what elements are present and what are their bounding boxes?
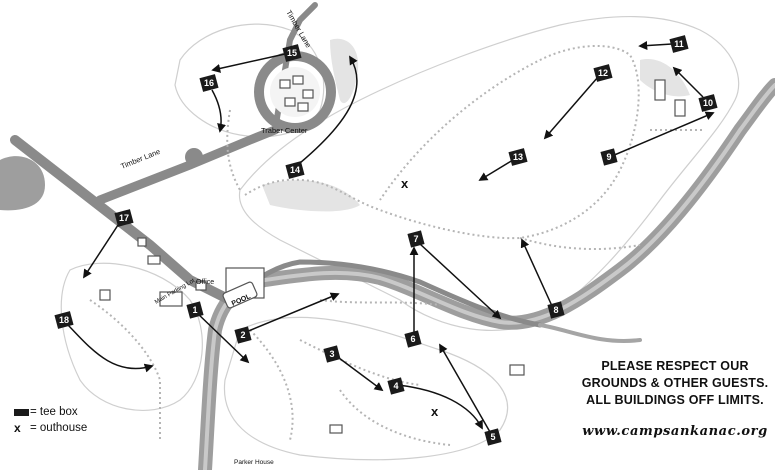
- tee-box-4: 4: [387, 377, 405, 395]
- fairway-16: [211, 89, 226, 133]
- pool-shape: [222, 281, 258, 309]
- svg-text:13: 13: [513, 152, 523, 162]
- map-legend: = tee box x = outhouse: [14, 404, 87, 436]
- fairway-12: [543, 76, 599, 140]
- fairway-lines: [65, 41, 715, 433]
- fairway-15: [211, 53, 286, 73]
- tee-box-14: 14: [285, 161, 305, 179]
- legend-outhouse: x = outhouse: [14, 420, 87, 436]
- respect-notice: PLEASE RESPECT OUR GROUNDS & OTHER GUEST…: [575, 358, 775, 409]
- roundabout: [185, 148, 203, 166]
- tee-box-12: 12: [593, 64, 613, 82]
- office-label: Office: [196, 279, 214, 286]
- tee-box-3: 3: [323, 345, 341, 363]
- fairway-7: [419, 243, 502, 320]
- fairway-11: [638, 41, 673, 51]
- timber-lane-branch-road: [95, 125, 280, 205]
- fairway-9: [611, 111, 715, 157]
- svg-text:11: 11: [674, 39, 684, 49]
- creek-highlight: [203, 83, 775, 470]
- svg-text:2: 2: [240, 330, 245, 340]
- tee-box-11: 11: [669, 35, 689, 53]
- trails: [89, 44, 705, 446]
- tee-box-1: 1: [186, 301, 204, 319]
- traber-center-label: Traber Center: [261, 126, 308, 135]
- timber-lane-road: [10, 135, 235, 305]
- fairway-1: [195, 311, 250, 364]
- legend-tee-box: = tee box: [14, 404, 87, 420]
- tee-box-15: 15: [282, 44, 302, 62]
- tee-box-6: 6: [404, 330, 422, 348]
- fairway-18: [65, 322, 154, 373]
- tee-box-13: 13: [508, 148, 528, 166]
- fairway-14: [299, 55, 358, 164]
- svg-text:9: 9: [606, 152, 611, 162]
- buildings: [99, 75, 686, 434]
- tee-box-18: 18: [54, 311, 74, 329]
- svg-text:8: 8: [553, 305, 558, 315]
- tee-box-7: 7: [407, 230, 425, 248]
- terrain-shading: [262, 38, 690, 212]
- tee-box-8: 8: [547, 301, 565, 319]
- tee-box-5: 5: [484, 428, 502, 446]
- svg-text:16: 16: [204, 78, 214, 88]
- svg-text:5: 5: [490, 432, 495, 442]
- main-road: [227, 259, 543, 328]
- svg-text:1: 1: [192, 305, 197, 315]
- notice-line-1: PLEASE RESPECT OUR: [601, 359, 749, 373]
- east-road: [538, 323, 642, 343]
- notice-line-3: ALL BUILDINGS OFF LIMITS.: [586, 393, 764, 407]
- legend-outhouse-label: = outhouse: [30, 422, 88, 434]
- tee-boxes: 1 2 3 4 5 6 7 8 9 10 11 12 13 14 15 16 1…: [54, 35, 718, 446]
- svg-text:17: 17: [119, 213, 129, 223]
- fairway-2: [245, 292, 340, 333]
- svg-text:4: 4: [393, 381, 398, 391]
- svg-text:6: 6: [410, 334, 415, 344]
- website-url: www.campsankanac.org: [582, 424, 768, 439]
- svg-text:7: 7: [413, 234, 418, 244]
- svg-text:14: 14: [290, 165, 300, 175]
- svg-text:18: 18: [59, 315, 69, 325]
- parker-house-label: Parker House: [234, 459, 274, 466]
- fairway-10: [672, 66, 704, 98]
- fairway-3: [334, 354, 384, 392]
- fairway-8: [520, 238, 553, 307]
- pond: [0, 156, 45, 211]
- fairway-13: [478, 159, 514, 181]
- fairway-17: [83, 221, 121, 279]
- tee-box-swatch: [14, 408, 29, 416]
- outhouse-symbol: x: [14, 421, 21, 435]
- svg-text:15: 15: [287, 48, 297, 58]
- outhouse-marker: x: [401, 176, 409, 191]
- tee-box-16: 16: [199, 74, 219, 92]
- timber-lane-label-left: Timber Lane: [119, 147, 161, 171]
- outhouse-marker: x: [431, 404, 439, 419]
- tee-box-10: 10: [698, 94, 718, 112]
- tee-box-9: 9: [600, 148, 618, 166]
- tee-box-17: 17: [114, 209, 134, 227]
- notice-line-2: GROUNDS & OTHER GUESTS.: [581, 376, 769, 390]
- tee-box-2: 2: [234, 326, 252, 344]
- svg-text:12: 12: [598, 68, 608, 78]
- legend-tee-box-label: = tee box: [30, 406, 78, 418]
- woodland-areas: [60, 16, 740, 461]
- fairway-4: [397, 384, 483, 430]
- svg-text:3: 3: [329, 349, 334, 359]
- svg-text:10: 10: [703, 98, 713, 108]
- fairway-5: [439, 343, 491, 433]
